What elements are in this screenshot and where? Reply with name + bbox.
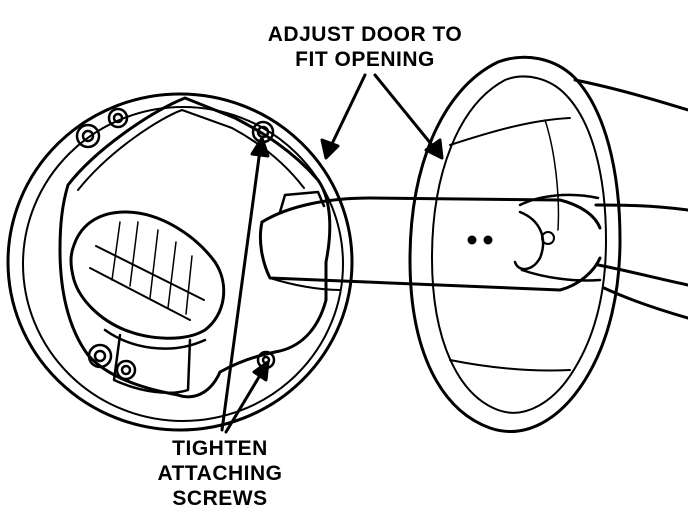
housing-screws [75, 107, 276, 381]
tighten-screws-line-3: SCREWS [172, 487, 268, 510]
hand [518, 78, 688, 320]
adjust-door-callout: ADJUST DOOR TO FIT OPENING [250, 22, 480, 72]
fuel-door [408, 55, 622, 433]
hinge-arm [258, 190, 602, 292]
tighten-screws-line-2: ATTACHING [157, 462, 283, 485]
fuel-cap [69, 210, 226, 394]
tighten-screws-callout: TIGHTEN ATTACHING SCREWS [120, 436, 320, 511]
tighten-screws-line-1: TIGHTEN [172, 437, 268, 460]
tighten-screws-leaders [220, 136, 270, 434]
adjust-door-line-2: FIT OPENING [295, 48, 435, 71]
filler-housing [6, 92, 354, 432]
adjust-door-leaders [320, 73, 444, 160]
adjust-door-line-1: ADJUST DOOR TO [267, 23, 463, 46]
